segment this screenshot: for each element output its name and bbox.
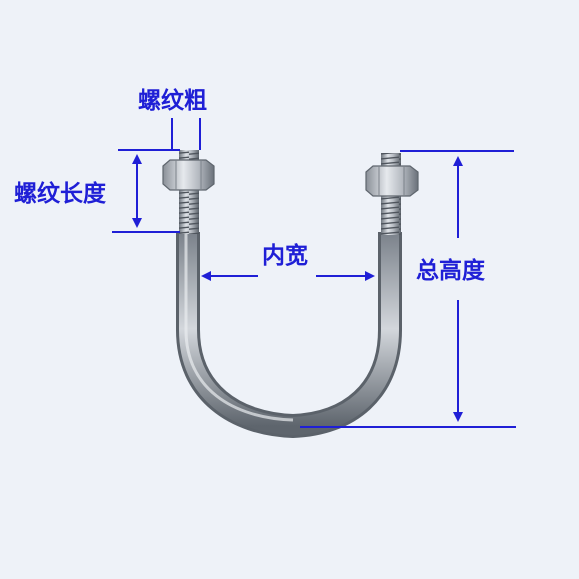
thread-length-label: 螺纹长度	[14, 180, 107, 207]
total-height-dimension	[300, 150, 516, 428]
right-nut	[365, 165, 419, 197]
thread-diameter-label: 螺纹粗	[138, 87, 207, 114]
left-nut	[162, 159, 215, 191]
inner-width-label: 内宽	[262, 242, 308, 269]
thread-length-dimension	[112, 149, 180, 233]
u-bolt	[162, 150, 419, 439]
total-height-label: 总高度	[416, 257, 486, 284]
thread-diameter-dimension	[171, 118, 201, 150]
